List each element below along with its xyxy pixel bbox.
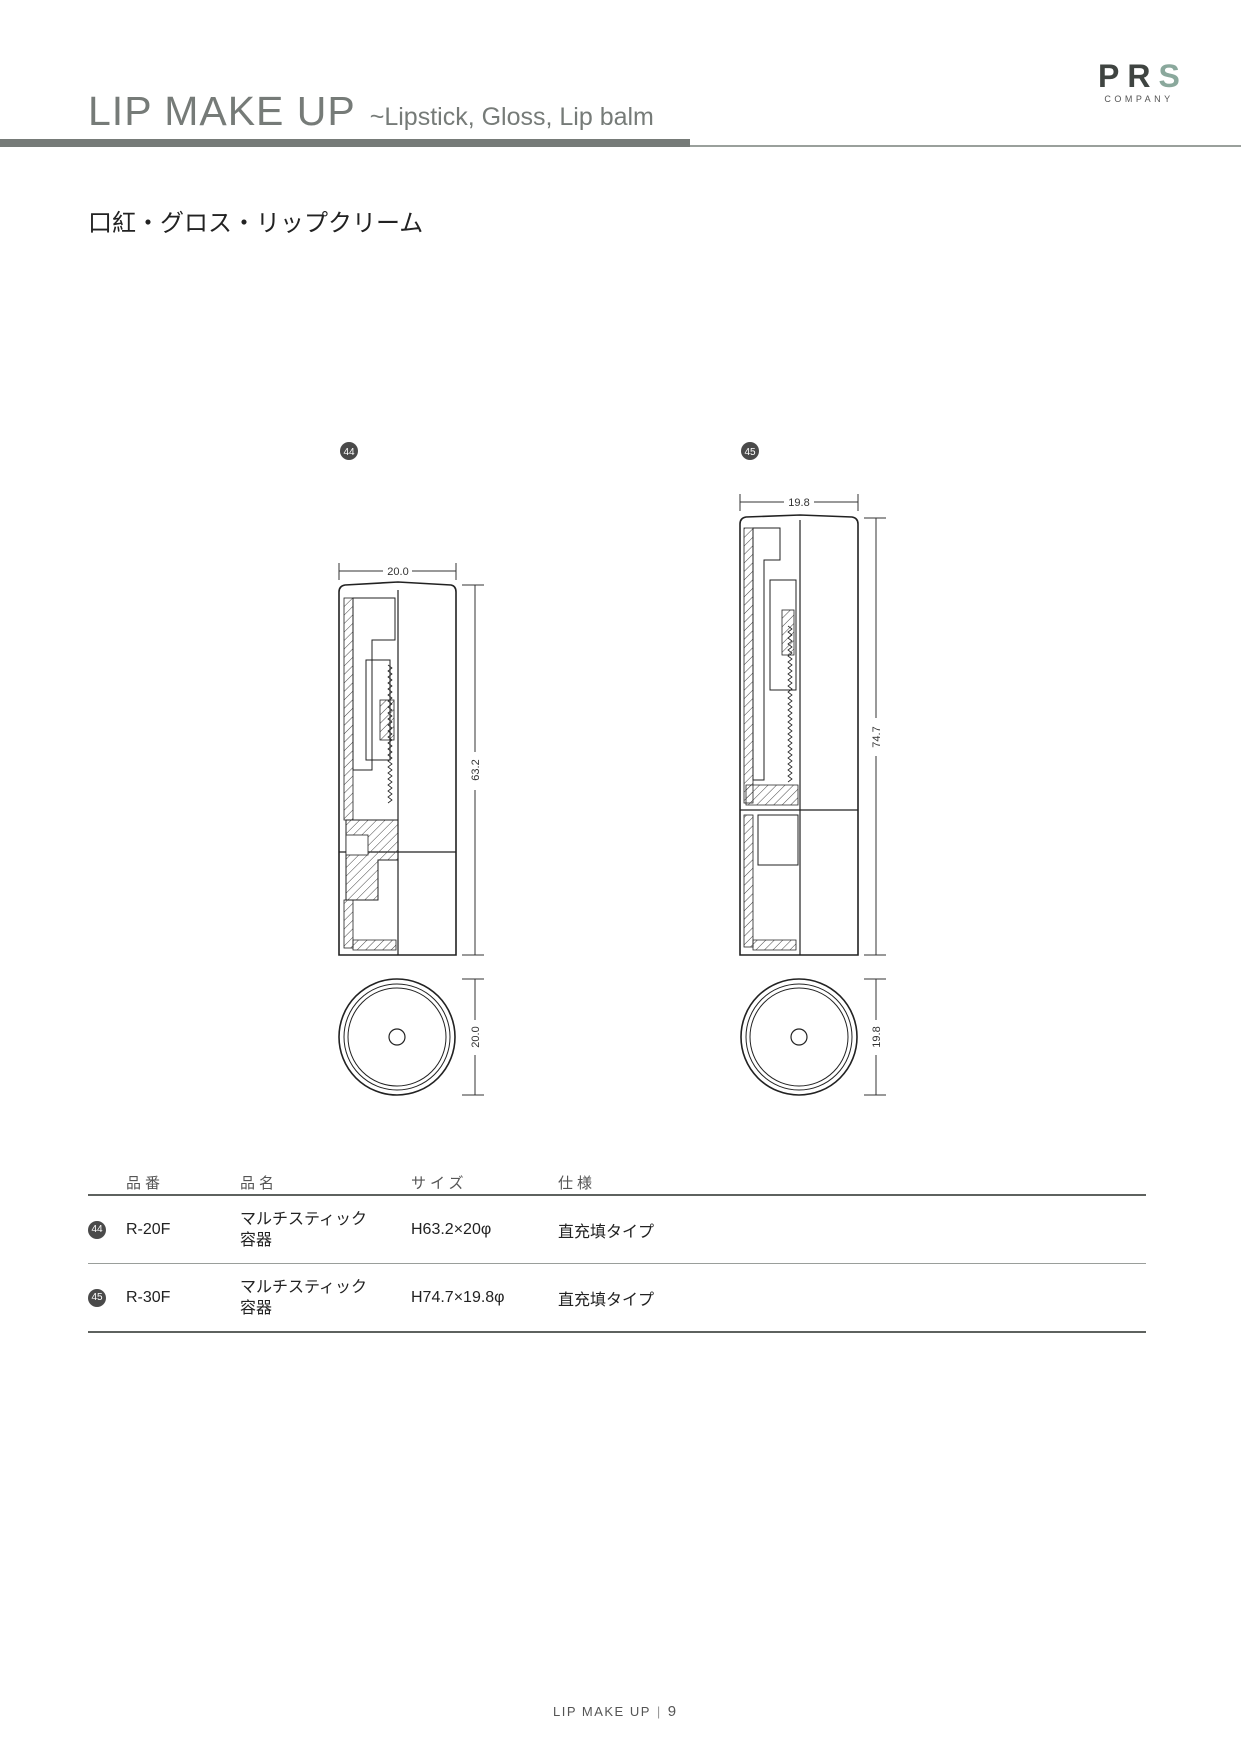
- drawing-44-diameter-dim: [462, 978, 484, 1096]
- section-title: 口紅・グロス・リップクリーム: [88, 210, 424, 237]
- header-rule-thin: [690, 145, 1241, 147]
- technical-drawings: 44 20.0 63.2: [338, 442, 886, 1096]
- logo-mark: PRS: [1098, 60, 1180, 92]
- drawing-45-height-dim: [864, 517, 886, 956]
- row-size: H74.7×19.8φ: [411, 1288, 505, 1306]
- drawing-45-width-dim: [739, 494, 859, 511]
- footer-label: LIP MAKE UP: [553, 1704, 651, 1719]
- drawing-44-badge: 44: [343, 447, 355, 458]
- row-code: R-30F: [126, 1288, 171, 1306]
- drawing-45-diameter-label: 19.8: [871, 1026, 883, 1047]
- drawing-44-width-label: 20.0: [387, 566, 408, 578]
- drawing-44-top-view: [338, 978, 456, 1096]
- row-name-line2: 容器: [240, 1231, 273, 1249]
- table-row: 44 R-20F マルチスティック容器 H63.2×20φ 直充填タイプ: [88, 1196, 1146, 1264]
- drawing-44-badge-circle: [340, 442, 358, 460]
- drawing-44-diameter-label: 20.0: [470, 1026, 482, 1047]
- logo-company: COMPANY: [1104, 94, 1174, 104]
- footer-separator: |: [656, 1704, 662, 1719]
- row-name: マルチスティック容器: [240, 1277, 367, 1319]
- drawing-45-badge: 45: [744, 447, 756, 458]
- page-title-sub: ~Lipstick, Gloss, Lip balm: [369, 103, 654, 131]
- row-name-line1: マルチスティック: [240, 1210, 368, 1228]
- table-row: 45 R-30F マルチスティック容器 H74.7×19.8φ 直充填タイプ: [88, 1264, 1146, 1333]
- drawing-45-diameter-dim: [864, 978, 886, 1096]
- drawing-44-height-label: 63.2: [470, 759, 482, 780]
- drawing-45-height-label: 74.7: [871, 726, 883, 747]
- drawing-45-top-view: [740, 978, 858, 1096]
- header-spec: 仕様: [558, 1175, 597, 1192]
- company-logo: PRS COMPANY: [1098, 60, 1180, 104]
- drawing-44-width-dim: [338, 563, 457, 580]
- drawing-45-badge-circle: [741, 442, 759, 460]
- header-code: 品番: [126, 1175, 165, 1192]
- drawing-45: 45 19.8 74.7 19.8: [739, 442, 886, 1096]
- header-rule-thick: [0, 139, 690, 147]
- spec-table: 品番 品名 サイズ 仕様 44 R-20F マルチスティック容器 H63.2×2…: [88, 1168, 1146, 1333]
- row-badge: 45: [88, 1288, 106, 1307]
- logo-mark-pr: PR: [1098, 58, 1159, 94]
- header-size: サイズ: [411, 1175, 468, 1192]
- header-name: 品名: [240, 1175, 279, 1192]
- row-name-line1: マルチスティック: [240, 1278, 368, 1296]
- drawing-45-width-label: 19.8: [788, 497, 809, 509]
- row-badge: 44: [88, 1220, 106, 1239]
- page-title-main: LIP MAKE UP: [88, 88, 356, 134]
- page-footer: LIP MAKE UP | 9: [553, 1703, 678, 1720]
- row-size: H63.2×20φ: [411, 1220, 492, 1238]
- row-name-line2: 容器: [240, 1299, 273, 1317]
- row-code: R-20F: [126, 1220, 171, 1238]
- spec-table-header: 品番 品名 サイズ 仕様: [88, 1168, 1146, 1196]
- drawing-44: 44 20.0 63.2: [338, 442, 484, 1096]
- logo-mark-s: S: [1158, 58, 1188, 94]
- page-number: 9: [667, 1703, 678, 1720]
- page-title: LIP MAKE UP ~Lipstick, Gloss, Lip balm: [88, 88, 654, 135]
- row-spec: 直充填タイプ: [558, 1223, 655, 1241]
- row-spec: 直充填タイプ: [558, 1291, 655, 1309]
- row-name: マルチスティック容器: [240, 1209, 367, 1251]
- drawing-45-body: [739, 514, 859, 956]
- drawing-44-height-dim: [462, 584, 484, 956]
